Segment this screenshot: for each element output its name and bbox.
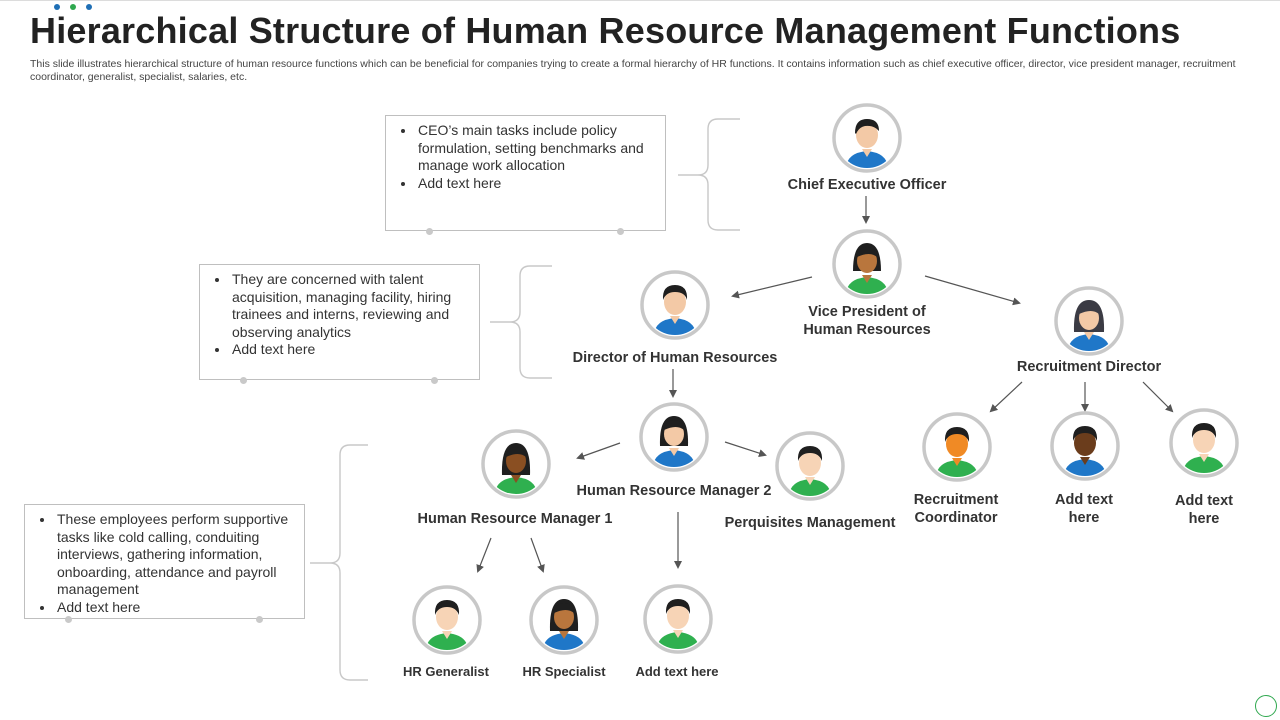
hr-generalist-label: HR Generalist <box>403 664 489 679</box>
add-text-2-label-line1: Add text <box>1175 493 1233 509</box>
perquisites-avatar <box>775 431 845 501</box>
arrow-hrm2-to-hrm1 <box>576 442 621 460</box>
hr-specialist-avatar <box>529 585 599 655</box>
slide-nav-circle-icon[interactable] <box>1255 695 1277 717</box>
director-label: Director of Human Resources <box>572 350 778 366</box>
employees-description-box: These employees perform supportive tasks… <box>24 504 305 619</box>
add-text-1-label-line2: here <box>1068 510 1100 526</box>
employees-bullet: Add text here <box>55 599 304 617</box>
hr-generalist-avatar <box>412 585 482 655</box>
hrm1-label: Human Resource Manager 1 <box>417 511 613 527</box>
dot-icon <box>86 4 92 10</box>
ceo-bullet: Add text here <box>416 175 665 193</box>
add-text-bottom-label: Add text here <box>635 664 719 679</box>
arrow-vp-to-recruitment-director <box>924 275 1021 306</box>
recruitment-coordinator-label-line1: Recruitment <box>913 492 999 508</box>
box-anchor-dot <box>65 616 72 623</box>
hrm2-label: Human Resource Manager 2 <box>576 483 772 499</box>
director-avatar <box>640 270 710 340</box>
ceo-label: Chief Executive Officer <box>787 177 947 193</box>
add-text-2-avatar <box>1169 408 1239 478</box>
box-anchor-dot <box>431 377 438 384</box>
ceo-description-box: CEO’s main tasks include policy formulat… <box>385 115 666 231</box>
add-text-1-label-line1: Add text <box>1055 492 1113 508</box>
top-rule <box>0 0 1280 1</box>
arrow-recdir-to-coordinator <box>989 381 1023 413</box>
recruitment-coordinator-avatar <box>922 412 992 482</box>
director-description-box: They are concerned with talent acquisiti… <box>199 264 480 380</box>
box-anchor-dot <box>426 228 433 235</box>
recruitment-director-label: Recruitment Director <box>1016 359 1162 375</box>
dot-icon <box>70 4 76 10</box>
add-text-bottom-avatar <box>643 584 713 654</box>
vp-avatar <box>832 229 902 299</box>
arrow-hrm1-to-generalist <box>476 537 492 573</box>
recruitment-director-avatar <box>1054 286 1124 356</box>
box-anchor-dot <box>240 377 247 384</box>
arrow-hrm1-to-specialist <box>530 537 545 573</box>
add-text-1-avatar <box>1050 411 1120 481</box>
arrow-recdir-to-add2 <box>1142 381 1174 413</box>
hr-specialist-label: HR Specialist <box>522 664 606 679</box>
recruitment-coordinator-label-line2: Coordinator <box>914 510 998 526</box>
ceo-brace <box>678 118 740 231</box>
box-anchor-dot <box>617 228 624 235</box>
director-brace <box>490 265 552 379</box>
vp-label-line1: Vice President of <box>808 304 926 320</box>
employees-bullet: These employees perform supportive tasks… <box>55 511 304 599</box>
add-text-2-label-line2: here <box>1188 511 1220 527</box>
perquisites-label: Perquisites Management <box>724 515 896 531</box>
arrow-vp-to-director <box>731 276 813 299</box>
box-anchor-dot <box>256 616 263 623</box>
hrm1-avatar <box>481 429 551 499</box>
employees-brace <box>310 444 368 681</box>
director-bullet: They are concerned with talent acquisiti… <box>230 271 479 341</box>
arrow-hrm2-to-perquisites <box>724 441 767 457</box>
vp-label-line2: Human Resources <box>803 322 931 338</box>
hrm2-avatar <box>639 402 709 472</box>
ceo-bullet: CEO’s main tasks include policy formulat… <box>416 122 665 175</box>
page-title: Hierarchical Structure of Human Resource… <box>30 10 1181 51</box>
ceo-avatar <box>832 103 902 173</box>
director-bullet: Add text here <box>230 341 479 359</box>
dot-icon <box>54 4 60 10</box>
page-subtitle: This slide illustrates hierarchical stru… <box>30 58 1236 83</box>
